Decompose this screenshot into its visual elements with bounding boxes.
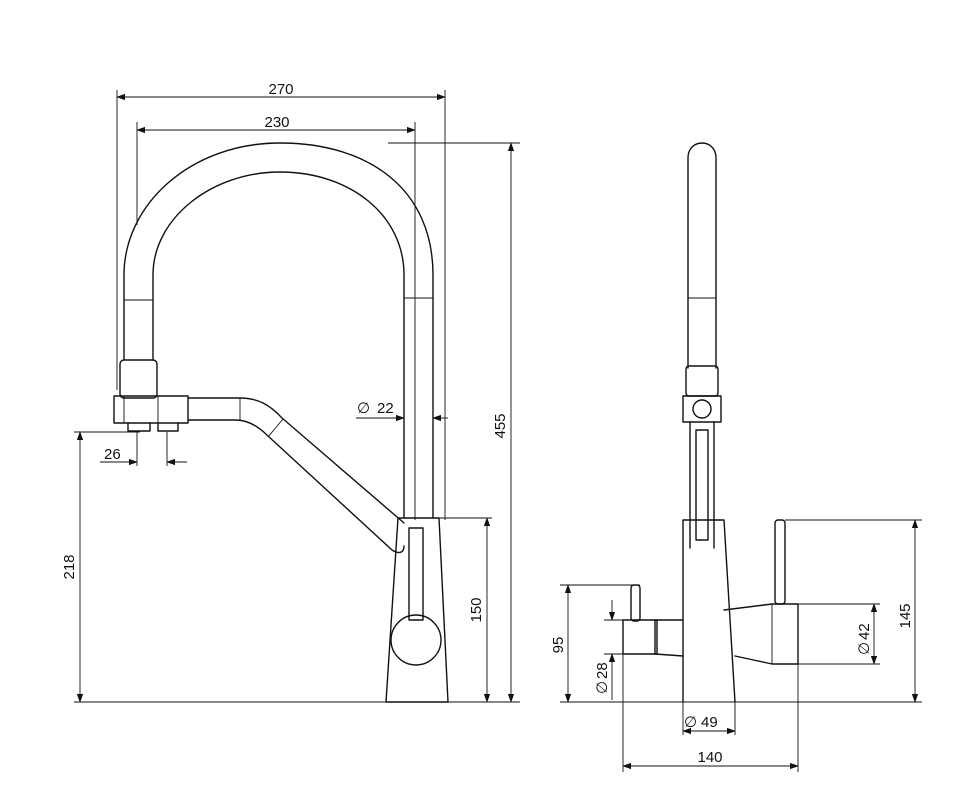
side-coupling-ring [692,399,712,419]
side-body-column [682,519,736,703]
side-filter-handle-body [654,619,684,657]
spout-inner-curve [152,171,405,519]
body-slot [408,527,424,621]
support-arm-joint-2 [267,418,284,438]
side-handle-body [723,603,799,665]
holder-nozzle [127,422,151,432]
dim-455-label: 455 [492,413,509,438]
dim-42-diameter-symbol: ∅ [856,642,873,655]
dim-145-label: 145 [897,603,914,628]
support-arm-lower [187,419,405,554]
dim-230-label: 230 [264,114,289,131]
front-view: 270 230 ∅ 22 455 150 218 26 [61,81,520,703]
dim-49-diameter-symbol: ∅ [684,714,697,731]
wand-collar [685,365,719,397]
side-filter-lever [630,584,641,622]
dim-22-label: 22 [377,400,394,417]
dim-28-label: 28 [594,662,611,679]
dim-28-diameter-symbol: ∅ [594,681,611,694]
dim-270-label: 270 [268,81,293,98]
dim-150-label: 150 [468,597,485,622]
faucet-body [385,517,449,703]
support-arm [187,397,405,524]
dim-22-diameter-symbol: ∅ [357,400,370,417]
spout-outer-curve [123,142,434,519]
side-view: 145 95 ∅ 42 ∅ 28 ∅ 49 140 [550,142,922,772]
dim-95-label: 95 [550,637,567,654]
dim-140-label: 140 [697,749,722,766]
dim-218-label: 218 [61,554,78,579]
side-hose-holder [695,429,709,541]
spout-wand [687,142,717,369]
spray-head [119,359,158,399]
holder-nozzle-2 [157,422,179,432]
side-handle-lever [774,519,786,605]
dim-26-label: 26 [104,446,121,463]
spray-holder-block [113,395,189,424]
side-hose-tube [689,421,715,549]
dim-42-label: 42 [856,623,873,640]
side-coupling [682,395,722,423]
dim-49-label: 49 [701,714,718,731]
handle-knob [390,614,442,666]
side-filter-cap [622,619,658,655]
